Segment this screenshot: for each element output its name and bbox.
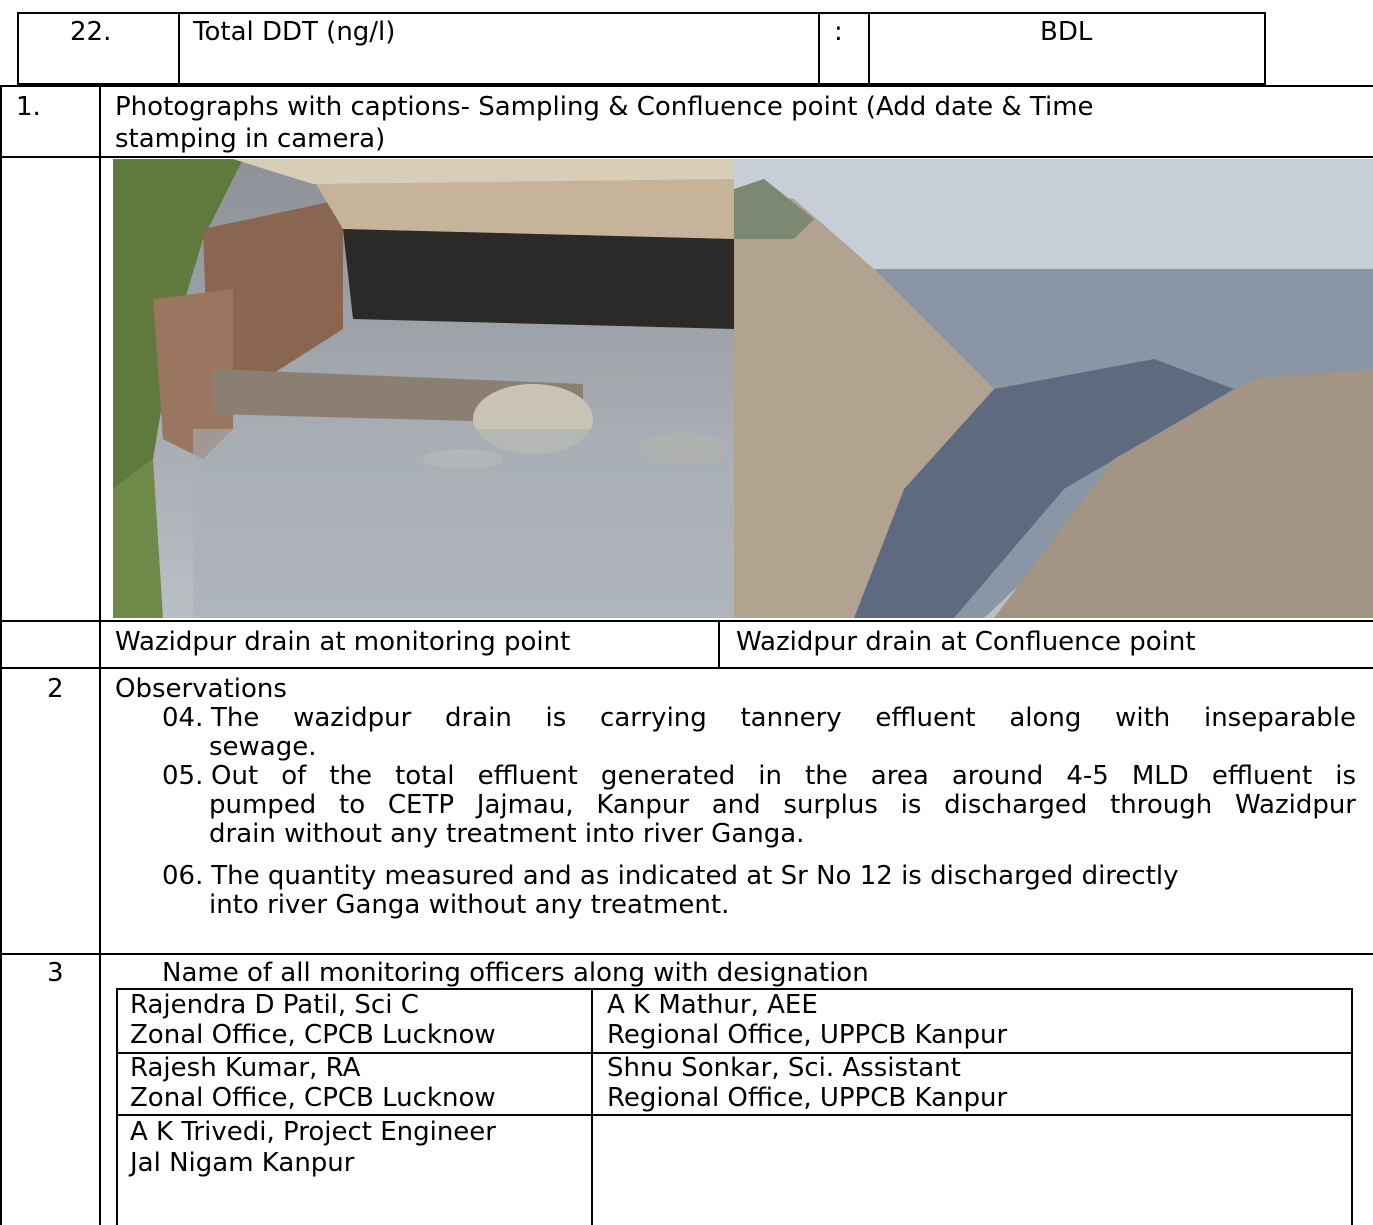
row1-number: 1. xyxy=(16,92,41,122)
observations-heading: Observations xyxy=(115,674,287,704)
ddt-serial: 22. xyxy=(70,17,112,47)
ddt-value: BDL xyxy=(1040,17,1093,47)
observation-line: drain without any treatment into river G… xyxy=(209,819,805,849)
row2-number: 2 xyxy=(47,674,64,704)
officer-office: Regional Office, UPPCB Kanpur xyxy=(607,1083,1008,1113)
observation-number: 04. xyxy=(162,703,204,733)
officer-name: Rajendra D Patil, Sci C xyxy=(130,990,419,1020)
officer-office: Regional Office, UPPCB Kanpur xyxy=(607,1020,1008,1050)
observation-line: sewage. xyxy=(209,732,317,762)
monitoring-point-photo xyxy=(113,159,734,618)
officer-name: Shnu Sonkar, Sci. Assistant xyxy=(607,1053,961,1083)
ddt-colon: : xyxy=(834,17,843,47)
row1-title-line2: stamping in camera) xyxy=(115,124,386,154)
observation-number: 06. xyxy=(162,861,204,891)
officer-name: A K Mathur, AEE xyxy=(607,990,818,1020)
officer-name: Rajesh Kumar, RA xyxy=(130,1053,361,1083)
observation-number: 05. xyxy=(162,761,204,791)
caption-monitoring-point: Wazidpur drain at monitoring point xyxy=(115,627,571,657)
observation-line: into river Ganga without any treatment. xyxy=(209,890,730,920)
observation-line: The wazidpur drain is carrying tannery e… xyxy=(211,703,1356,733)
officer-office: Zonal Office, CPCB Lucknow xyxy=(130,1020,496,1050)
officers-heading: Name of all monitoring officers along wi… xyxy=(162,958,869,988)
officer-office: Jal Nigam Kanpur xyxy=(130,1148,355,1178)
officer-office: Zonal Office, CPCB Lucknow xyxy=(130,1083,496,1113)
row3-number: 3 xyxy=(47,958,64,988)
observation-line: The quantity measured and as indicated a… xyxy=(203,861,1179,891)
row1-title-line1: Photographs with captions- Sampling & Co… xyxy=(115,92,1094,122)
observation-line: pumped to CETP Jajmau, Kanpur and surplu… xyxy=(209,790,1356,820)
officer-name: A K Trivedi, Project Engineer xyxy=(130,1117,496,1147)
ddt-parameter: Total DDT (ng/l) xyxy=(193,17,396,47)
confluence-point-photo xyxy=(734,159,1373,618)
observation-line: Out of the total effluent generated in t… xyxy=(211,761,1356,791)
caption-confluence-point: Wazidpur drain at Confluence point xyxy=(736,627,1196,657)
